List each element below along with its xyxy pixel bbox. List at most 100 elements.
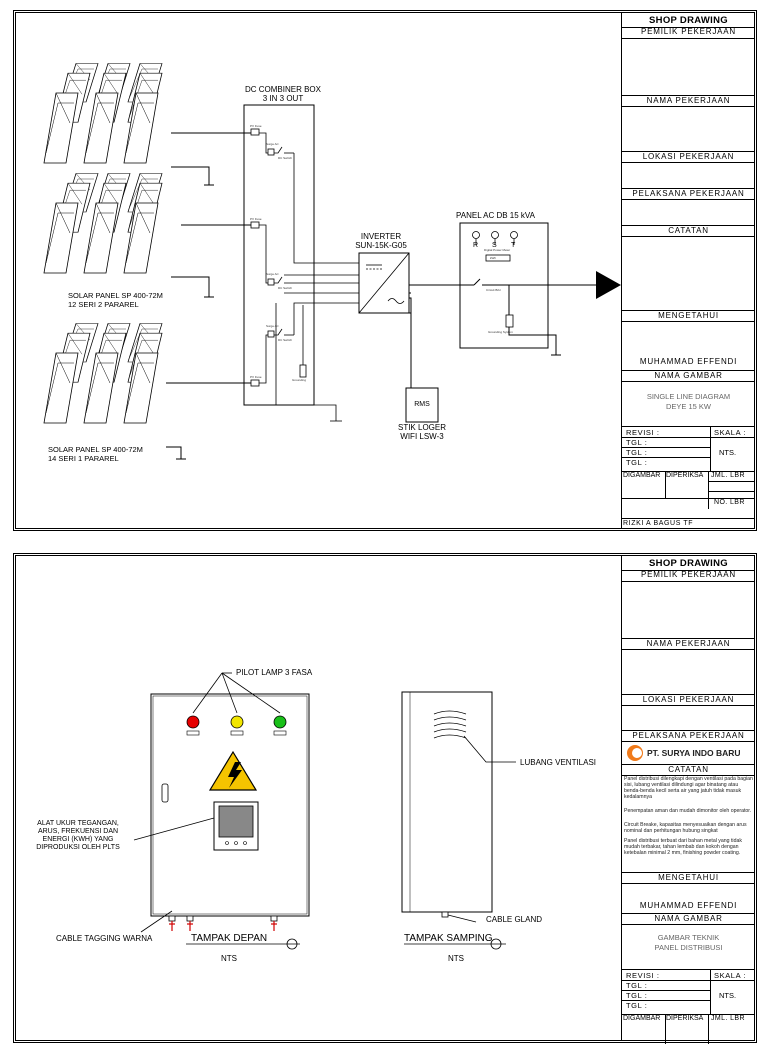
tb2-diperiksa: DIPERIKSA [666,1015,704,1022]
tb2-header: SHOP DRAWING [622,558,755,571]
tb2-note-1: Panel distribusi dilengkapi dengan venti… [624,776,753,800]
tb2-drawing-title2: PANEL DISTRIBUSI [654,943,723,952]
single-line-diagram: PV Fuse PV Fuse PV Fuse Surge Arr. Surge… [16,13,621,460]
tb2-jml-lbr: JML. LBR [711,1015,745,1022]
phase-r-label: R [473,242,479,249]
tb2-note-2: Penempatan aman dan mudah dimonitor oleh… [624,808,752,814]
tb2-note-4: Panel distribusi terbuat dari bahan meta… [624,838,742,856]
tb-person: MUHAMMAD EFFENDI [639,357,738,366]
tb-nama-gambar: NAMA GAMBAR [622,370,755,382]
svg-text:DC Switch: DC Switch [278,156,292,160]
solar-array-3 [44,324,162,424]
tb-header: SHOP DRAWING [622,15,755,28]
tb-lokasi: LOKASI PEKERJAAN [622,151,755,163]
tb2-company-logo: PT. SURYA INDO BARU [622,742,755,764]
tb-drawing-title1: SINGLE LINE DIAGRAM [646,392,731,401]
meter-label-3: ENERGI (KWH) YANG [42,836,114,843]
tb2-nama-gambar: NAMA GAMBAR [622,913,755,925]
stick-logger-label: STIK LOGER [397,423,446,432]
svg-text:Surge Arr.: Surge Arr. [266,142,280,146]
svg-text:Grounding: Grounding [292,378,306,382]
solar-array-1 [44,64,186,164]
front-view-label: TAMPAK DEPAN [191,933,268,944]
phase-s-label: S [492,242,497,249]
combiner-box [243,104,315,406]
tb-revisi: REVISI : [626,428,660,437]
inverter-symbol [358,252,410,314]
tb-nts: NTS. [719,448,737,457]
cable-gland-label: CABLE GLAND [486,915,543,924]
tb2-lokasi: LOKASI PEKERJAAN [622,694,755,706]
tb-nama-pekerjaan: NAMA PEKERJAAN [622,95,755,107]
rms-label: RMS [414,401,430,408]
tb2-tgl2: TGL : [626,991,648,1000]
svg-text:DC Switch: DC Switch [278,286,292,290]
panel-ac-title: PANEL AC DB 15 kVA [456,211,535,220]
tb-drafter-row: RIZKI A BAGUS TF [622,518,755,528]
side-view-nts: NTS [448,954,464,963]
tb-drafter: RIZKI A BAGUS TF [623,520,694,527]
meter-label-2: ARUS, FREKUENSI DAN [37,828,119,835]
tb2-tgl3: TGL : [626,1001,648,1010]
meter-label-4: DIPRODUKSI OLEH PLTS [36,844,120,851]
tb2-catatan: CATATAN [622,764,755,776]
cable-tagging-label: CABLE TAGGING WARNA [56,934,153,943]
pilot-lamp-green [273,715,287,729]
tb2-skala: SKALA : [714,971,747,980]
tb2-nts: NTS. [719,991,737,1000]
combiner-subtitle: 3 IN 3 OUT [262,94,304,103]
single-line-diagram-area: PV Fuse PV Fuse PV Fuse Surge Arr. Surge… [16,13,621,528]
pilot-lamp-label: PILOT LAMP 3 FASA [236,668,313,677]
tb-no-lbr-row: NO. LBR [622,498,755,509]
tb-pelaksana: PELAKSANA PEKERJAAN [622,188,755,200]
side-view-label: TAMPAK SAMPING [404,933,493,944]
tb-mengetahui: MENGETAHUI [622,310,755,322]
combiner-title: DC COMBINER BOX [244,85,321,94]
tb-skala: SKALA : [714,428,747,437]
wifi-label: WIFI LSW-3 [400,432,444,441]
rms-box [405,387,439,423]
tb-revision-cell: REVISI : TGL : TGL : TGL : [622,427,711,471]
tb-revision-grid: REVISI : TGL : TGL : TGL : SKALA : NTS. … [622,426,755,499]
meter-label-1: ALAT UKUR TEGANGAN, [37,820,119,827]
tb-no-lbr: NO. LBR [714,499,745,506]
svg-text:DC Switch: DC Switch [278,338,292,342]
svg-text:PV Fuse: PV Fuse [250,217,262,221]
svg-text:Surge Arr.: Surge Arr. [266,324,280,328]
tb2-revision-grid: REVISI : TGL : TGL : TGL : SKALA : NTS. … [622,969,755,1044]
tb2-revisi: REVISI : [626,971,660,980]
door-handle [161,783,169,803]
tb-tgl3: TGL : [626,458,648,467]
ventilation-label: LUBANG VENTILASI [520,758,597,767]
tb-jml-lbr: JML. LBR [711,472,745,479]
tb2-person: MUHAMMAD EFFENDI [639,901,738,910]
tb-diperiksa: DIPERIKSA [666,472,704,479]
tb2-pelaksana: PELAKSANA PEKERJAAN [622,730,755,742]
company-name: PT. SURYA INDO BARU [647,748,741,758]
tb-digambar: DIGAMBAR [623,472,661,479]
side-cabinet [401,691,493,913]
pilot-lamp-yellow [230,715,244,729]
tb2-pemilik: PEMILIK PEKERJAAN [622,570,755,582]
title-block-2: SHOP DRAWING PEMILIK PEKERJAAN NAMA PEKE… [621,556,755,1044]
drawing-sheet-single-line: PV Fuse PV Fuse PV Fuse Surge Arr. Surge… [13,10,757,531]
tb2-digambar: DIGAMBAR [623,1015,661,1022]
panel-distribution-drawing [133,672,516,950]
tb-drawing-title2: DEYE 15 KW [665,402,711,411]
solar-array-2 [44,174,162,274]
pilot-lamp-red [186,715,200,729]
solar2-line1: SOLAR PANEL SP 400-72M [48,445,143,454]
inverter-title: INVERTER [360,232,402,241]
tb2-drawing-title1: GAMBAR TEKNIK [657,933,720,942]
tb2-note-3: Circuit Breake, kapasitas menyesuaikan d… [624,822,747,834]
svg-text:PV Fuse: PV Fuse [250,124,262,128]
output-arrow [596,271,621,299]
solar2-line2: 14 SERI 1 PARAREL [48,454,119,463]
company-logo-icon [627,745,643,761]
svg-text:PV Fuse: PV Fuse [250,375,262,379]
panel-drawing-area: PILOT LAMP 3 FASA ALAT UKUR TEGANGAN, AR… [16,556,621,1040]
tb-tgl1: TGL : [626,438,648,447]
tb2-mengetahui: MENGETAHUI [622,872,755,884]
svg-text:Digital Power Meter: Digital Power Meter [484,248,510,252]
svg-text:Grounding System: Grounding System [488,330,513,334]
